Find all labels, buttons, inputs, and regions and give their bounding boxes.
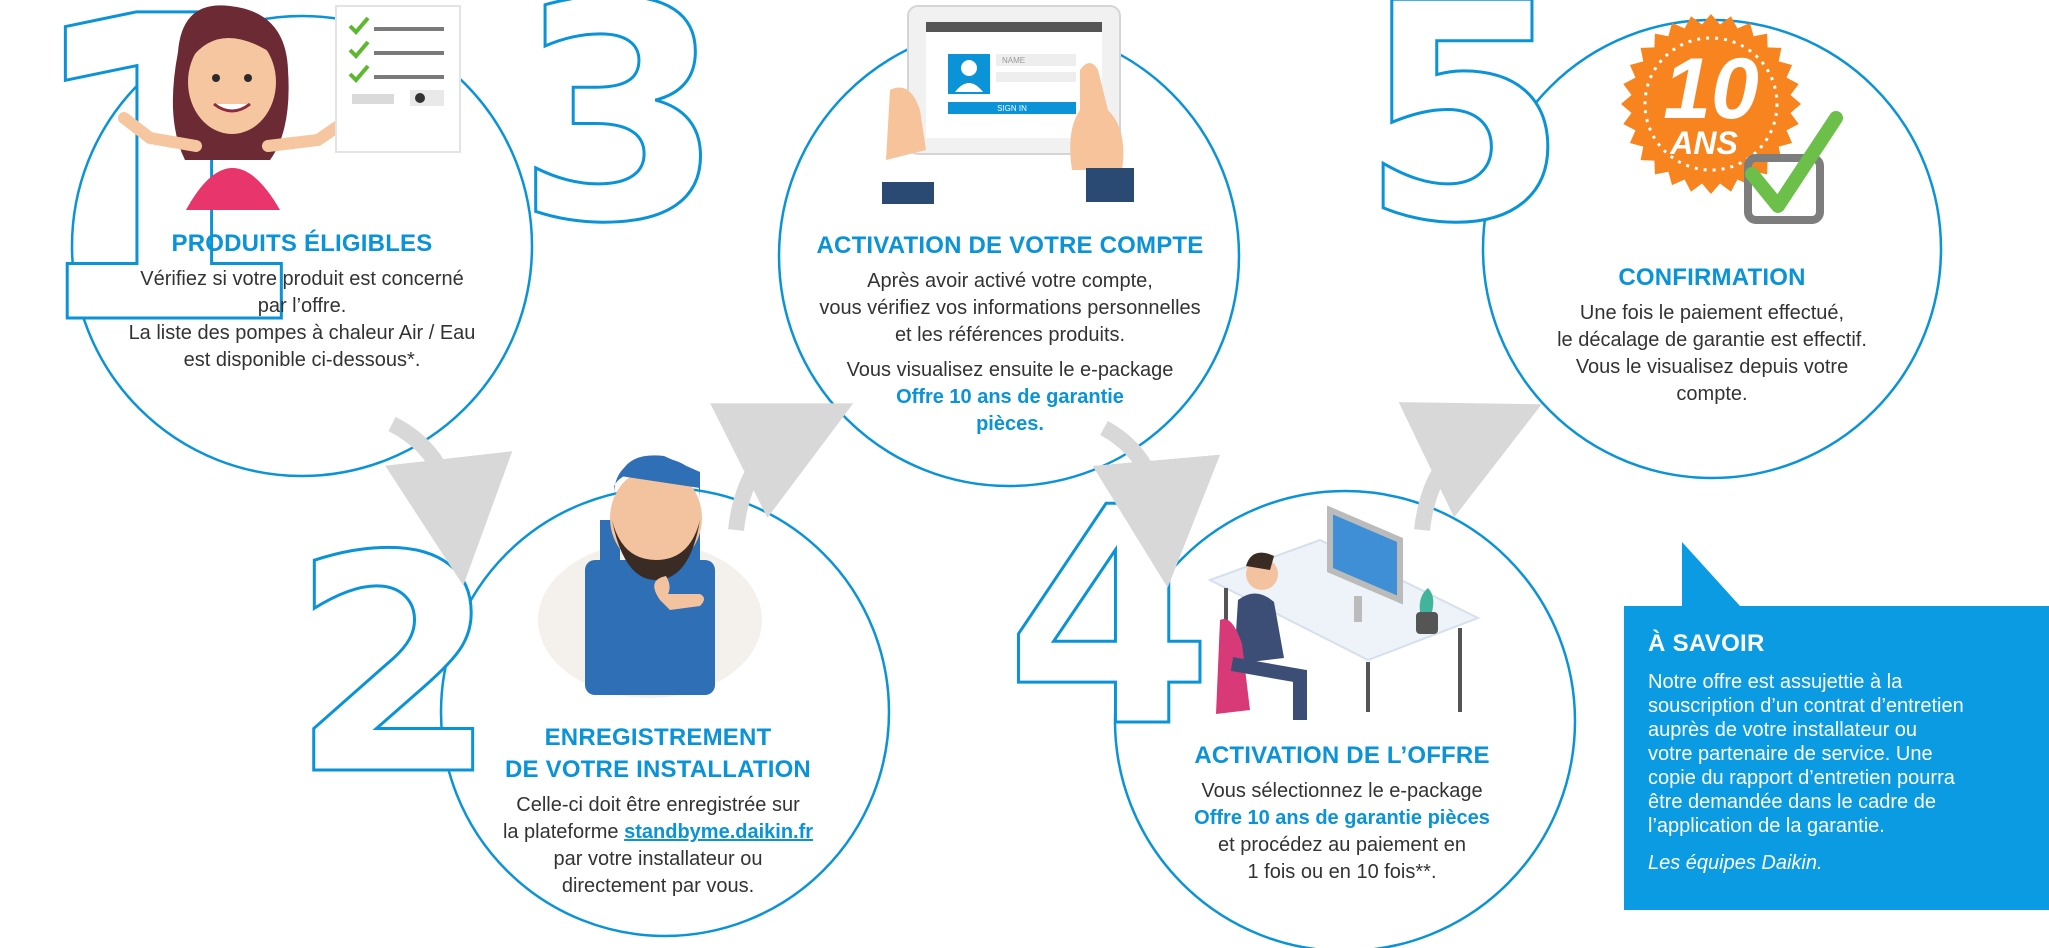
check-icon [1745, 111, 1843, 213]
arrow-3-to-4 [1092, 420, 1221, 588]
step-3-title: ACTIVATION DE VOTRE COMPTE [816, 232, 1204, 259]
tablet-sign-in-button: SIGN IN [997, 104, 1027, 113]
step-5-text: CONFIRMATION Une fois le paiement effect… [1512, 262, 1912, 408]
step-3-number: 3 [516, 0, 725, 289]
step-3-highlight-1: Offre 10 ans de garantie [896, 386, 1124, 408]
step-1-title: PRODUITS ÉLIGIBLES [171, 230, 433, 257]
step-1-text: PRODUITS ÉLIGIBLES Vérifiez si votre pro… [102, 228, 502, 374]
ten-years-badge: 10 ANS [1621, 14, 1843, 224]
desk-illustration [1207, 505, 1481, 720]
step-2-title-2: DE VOTRE INSTALLATION [505, 756, 811, 783]
step-3-line-1: Après avoir activé votre compte, [867, 270, 1153, 292]
a-savoir-line-5: copie du rapport d’entretien pourra [1648, 767, 1955, 789]
step-5-line-4: compte. [1676, 383, 1748, 405]
step-2-line-4: directement par vous. [561, 875, 755, 897]
a-savoir-line-7: l’application de la garantie. [1648, 815, 1885, 837]
step-3-line-3: et les références produits. [894, 324, 1126, 346]
a-savoir-line-1: Notre offre est assujettie à la [1648, 671, 1903, 693]
a-savoir-line-2: souscription d’un contrat d’entretien [1648, 695, 1964, 717]
step-5-line-2: le décalage de garantie est effectif. [1557, 329, 1867, 351]
a-savoir-box [1624, 542, 2049, 910]
step-2-text: ENREGISTREMENT DE VOTRE INSTALLATION Cel… [458, 722, 858, 900]
step-2-line-2-prefix: la plateforme [502, 821, 625, 843]
step-4-line-2: et procédez au paiement en [1218, 834, 1466, 856]
step-4-circle [1113, 489, 1577, 948]
a-savoir-line-3: auprès de votre installateur ou [1648, 719, 1918, 741]
checklist-illustration [335, 5, 461, 153]
step-2-line-2: la plateforme standbyme.daikin.fr [458, 819, 858, 846]
a-savoir-line-4: votre partenaire de service. Une [1648, 743, 1933, 765]
step-5-line-1: Une fois le paiement effectué, [1579, 302, 1845, 324]
step-4-highlight: Offre 10 ans de garantie pièces [1194, 807, 1490, 829]
badge-number: 10 [1663, 41, 1759, 137]
a-savoir-content: À SAVOIR Notre offre est assujettie à la… [1648, 630, 2028, 875]
step-2-line-1: Celle-ci doit être enregistrée sur [516, 794, 800, 816]
installer-illustration [538, 455, 762, 698]
step-1-line-4: est disponible ci-dessous*. [183, 349, 421, 371]
arrow-4-to-5 [1398, 402, 1542, 531]
step-1-line-2: par l’offre. [257, 295, 347, 317]
tablet-name-field: NAME [1002, 56, 1025, 65]
a-savoir-title: À SAVOIR [1648, 630, 1765, 657]
tablet-illustration: NAME SIGN IN [882, 5, 1134, 204]
step-3-highlight-2: pièces. [976, 413, 1044, 435]
standbyme-link[interactable]: standbyme.daikin.fr [624, 821, 814, 843]
step-1-line-3: La liste des pompes à chaleur Air / Eau [128, 322, 476, 344]
step-4-title: ACTIVATION DE L’OFFRE [1194, 742, 1490, 769]
step-3-text: ACTIVATION DE VOTRE COMPTE Après avoir a… [790, 230, 1230, 438]
step-3-line-2: vous vérifiez vos informations personnel… [819, 297, 1201, 319]
step-2-title-1: ENREGISTREMENT [544, 724, 772, 751]
step-5-title: CONFIRMATION [1618, 264, 1806, 291]
step-4-text: ACTIVATION DE L’OFFRE Vous sélectionnez … [1142, 740, 1542, 886]
step-5-line-3: Vous le visualisez depuis votre [1575, 356, 1849, 378]
step-1-line-1: Vérifiez si votre produit est concerné [140, 268, 464, 290]
step-4-line-3: 1 fois ou en 10 fois**. [1247, 861, 1437, 883]
a-savoir-line-6: être demandée dans le cadre de [1648, 791, 1936, 813]
step-5-number: 5 [1360, 0, 1569, 289]
arrow-2-to-3 [710, 403, 854, 531]
a-savoir-signature: Les équipes Daikin. [1648, 852, 1823, 874]
badge-unit: ANS [1669, 125, 1738, 161]
step-4-line-1: Vous sélectionnez le e-package [1201, 780, 1483, 802]
step-1-circle [70, 14, 534, 478]
woman-illustration [118, 5, 356, 210]
arrow-1-to-2 [385, 416, 513, 586]
step-3-line-4: Vous visualisez ensuite le e-package [846, 359, 1174, 381]
step-2-line-3: par votre installateur ou [553, 848, 763, 870]
